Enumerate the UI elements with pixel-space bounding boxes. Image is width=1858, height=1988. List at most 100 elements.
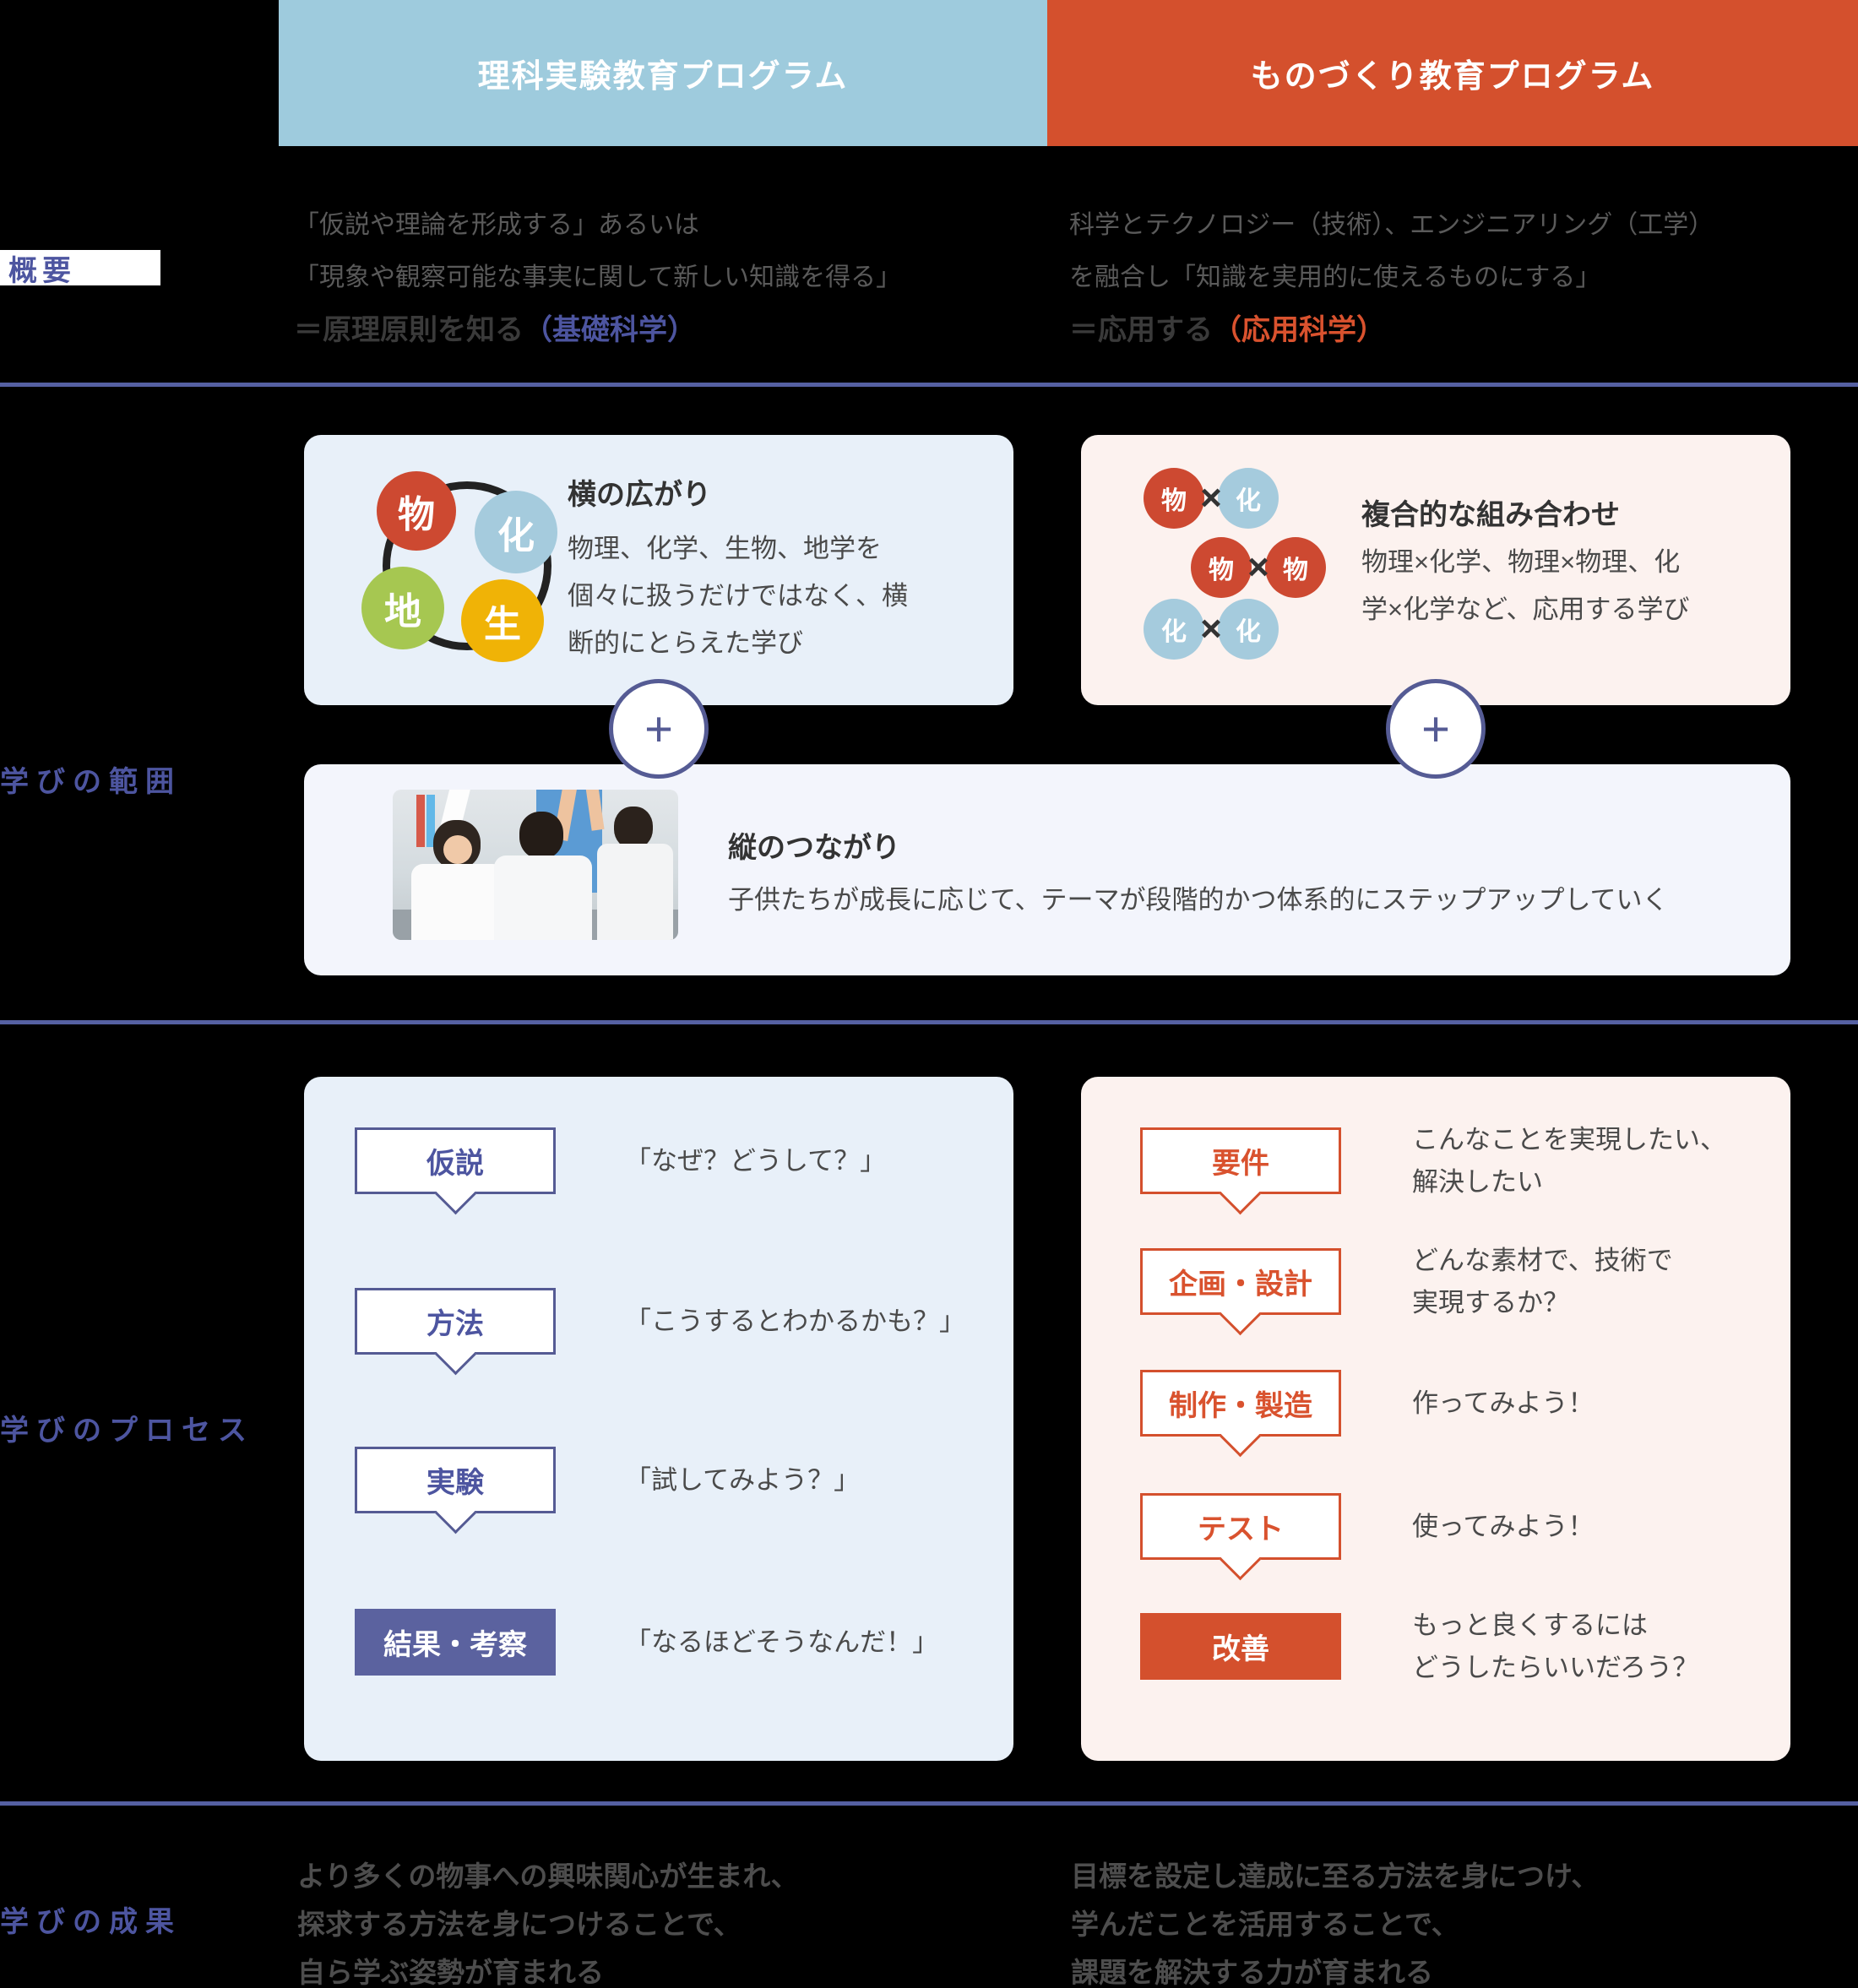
overview-monozukuri-summary-prefix: ＝応用する — [1069, 314, 1213, 346]
plus-icon: + — [1386, 679, 1486, 779]
photo-lab-coat — [411, 864, 504, 940]
pair-circle-chemistry-3: 化 — [1218, 599, 1279, 660]
step-improvement: 改善 — [1140, 1613, 1341, 1680]
step-text-line: どんな素材で、技術で — [1412, 1245, 1673, 1275]
pair-label: 化 — [1236, 618, 1261, 646]
science-program-header: 理科実験教育プログラム — [279, 0, 1047, 146]
outcome-science-line2: 探求する方法を身につけることで、 — [297, 1909, 742, 1940]
monozukuri-program-header: ものづくり教育プログラム — [1047, 0, 1858, 146]
row-label-outcome: 学びの成果 — [0, 1906, 182, 1938]
photo-head — [614, 807, 653, 849]
overview-monozukuri-summary-highlight: （応用科学） — [1213, 314, 1385, 346]
subject-label-earth: 地 — [384, 591, 421, 633]
step-text-line: 「なぜ？どうして？」 — [625, 1145, 887, 1176]
step-result: 結果・考察 — [355, 1609, 556, 1676]
outcome-monozukuri-line2: 学んだことを活用することで、 — [1071, 1909, 1459, 1940]
overview-science-summary-prefix: ＝原理原則を知る — [294, 314, 524, 346]
overview-science-summary: ＝原理原則を知る（基礎科学） — [294, 304, 901, 356]
section-divider — [0, 1020, 1858, 1024]
pair-circle-chemistry-1: 化 — [1218, 468, 1279, 529]
scope-vertical-title: 縦のつながり — [728, 832, 900, 864]
scope-science-title: 横の広がり — [568, 479, 711, 511]
section-divider — [0, 383, 1858, 387]
step-method: 方法 — [355, 1288, 556, 1355]
step-method-text: 「こうするとわかるかも？」 — [625, 1288, 965, 1355]
step-text-line: 作ってみよう！ — [1412, 1388, 1595, 1418]
overview-science-text: 「仮説や理論を形成する」あるいは 「現象や観察可能な事実に関して新しい知識を得る… — [294, 199, 901, 356]
plus-icon: + — [609, 679, 709, 779]
pair-label: 化 — [1161, 618, 1187, 646]
step-text-line: 実現するか？ — [1412, 1287, 1569, 1317]
outcome-monozukuri-line3: 課題を解決する力が育まれる — [1071, 1957, 1433, 1988]
outcome-monozukuri-text: 目標を設定し達成に至る方法を身につけ、 学んだことを活用することで、 課題を解決… — [1071, 1852, 1599, 1988]
step-text-line: 使ってみよう！ — [1412, 1511, 1595, 1541]
row-label-process: 学びのプロセス — [0, 1415, 254, 1447]
plus-symbol: + — [1421, 701, 1450, 757]
subject-circle-chemistry: 化 — [475, 491, 557, 573]
overview-science-summary-highlight: （基礎科学） — [524, 314, 696, 346]
pair-label: 物 — [1283, 557, 1308, 584]
scope-monozukuri-body-line1: 物理×化学、物理×物理、化 — [1361, 547, 1681, 577]
row-label-overview-text: 概要 — [8, 254, 76, 287]
step-text-line: もっと良くするには — [1412, 1610, 1648, 1640]
photo-lab-coat — [494, 855, 592, 940]
scope-science-body-line1: 物理、化学、生物、地学を — [568, 534, 882, 563]
scope-vertical-body: 子供たちが成長に応じて、テーマが段階的かつ体系的にステップアップしていく — [728, 885, 1669, 915]
outcome-science-line1: より多くの物事への興味関心が生まれ、 — [297, 1860, 799, 1892]
step-text-line: 解決したい — [1412, 1166, 1543, 1197]
photo-head — [519, 812, 563, 859]
pair-circle-chemistry-2: 化 — [1144, 599, 1204, 660]
subject-circle-earth: 地 — [361, 567, 444, 649]
scope-science-body-line2: 個々に扱うだけではなく、横 — [568, 581, 908, 611]
overview-monozukuri-line2: を融合し「知識を実用的に使えるものにする」 — [1069, 263, 1601, 291]
photo-face — [443, 835, 472, 864]
cross-icon: × — [1200, 477, 1222, 519]
subject-circle-physics: 物 — [377, 471, 456, 551]
outcome-monozukuri-line1: 目標を設定し達成に至る方法を身につけ、 — [1071, 1860, 1600, 1892]
plus-symbol: + — [644, 701, 673, 757]
pair-label: 化 — [1236, 487, 1261, 515]
row-label-overview: 概要 — [0, 250, 160, 287]
photo-strip-red — [416, 795, 425, 847]
science-program-title: 理科実験教育プログラム — [477, 59, 849, 95]
photo-strip-blue — [426, 795, 435, 847]
overview-science-line1: 「仮説や理論を形成する」あるいは — [294, 211, 699, 239]
scope-monozukuri-body-line2: 学×化学など、応用する学び — [1361, 595, 1690, 624]
pair-label: 物 — [1161, 487, 1187, 515]
scope-science-body: 物理、化学、生物、地学を 個々に扱うだけではなく、横 断的にとらえた学び — [568, 525, 908, 667]
section-divider — [0, 1801, 1858, 1806]
overview-monozukuri-text: 科学とテクノロジー（技術）、エンジニアリング（工学） を融合し「知識を実用的に使… — [1069, 199, 1714, 356]
step-improvement-text: もっと良くするには どうしたらいいだろう？ — [1412, 1610, 1698, 1682]
overview-monozukuri-line1: 科学とテクノロジー（技術）、エンジニアリング（工学） — [1069, 211, 1714, 239]
subject-label-biology: 生 — [484, 604, 521, 645]
subject-label-chemistry: 化 — [497, 515, 535, 557]
row-label-scope: 学びの範囲 — [0, 766, 182, 798]
step-requirements-text: こんなことを実現したい、 解決したい — [1412, 1125, 1726, 1197]
outcome-science-line3: 自ら学ぶ姿勢が育まれる — [297, 1957, 604, 1988]
overview-science-line2: 「現象や観察可能な事実に関して新しい知識を得る」 — [294, 263, 902, 291]
step-text-line: 「こうするとわかるかも？」 — [625, 1306, 965, 1336]
pair-circle-physics-1: 物 — [1144, 468, 1204, 529]
subject-label-physics: 物 — [398, 494, 435, 535]
cross-icon: × — [1200, 608, 1222, 649]
step-text-line: 「なるほどそうなんだ！」 — [625, 1627, 939, 1657]
monozukuri-program-title: ものづくり教育プログラム — [1250, 59, 1655, 95]
step-text-line: こんなことを実現したい、 — [1412, 1124, 1726, 1154]
step-hypothesis-text: 「なぜ？どうして？」 — [625, 1127, 886, 1194]
overview-monozukuri-summary: ＝応用する（応用科学） — [1069, 304, 1714, 356]
scope-monozukuri-body: 物理×化学、物理×物理、化 学×化学など、応用する学び — [1361, 539, 1690, 633]
lab-class-photo — [393, 790, 678, 940]
step-text-line: 「試してみよう？」 — [625, 1464, 861, 1495]
photo-lab-coat — [597, 844, 673, 940]
step-experiment-text: 「試してみよう？」 — [625, 1447, 860, 1513]
step-planning-text: どんな素材で、技術で 実現するか？ — [1412, 1246, 1673, 1317]
step-text-line: どうしたらいいだろう？ — [1412, 1652, 1699, 1682]
pair-circle-physics-2: 物 — [1191, 537, 1252, 598]
scope-science-body-line3: 断的にとらえた学び — [568, 628, 803, 658]
subject-circle-biology: 生 — [461, 579, 544, 662]
outcome-science-text: より多くの物事への興味関心が生まれ、 探求する方法を身につけることで、 自ら学ぶ… — [297, 1852, 799, 1988]
cross-icon: × — [1247, 546, 1269, 588]
scope-monozukuri-title: 複合的な組み合わせ — [1361, 499, 1620, 531]
pair-circle-physics-3: 物 — [1265, 537, 1326, 598]
